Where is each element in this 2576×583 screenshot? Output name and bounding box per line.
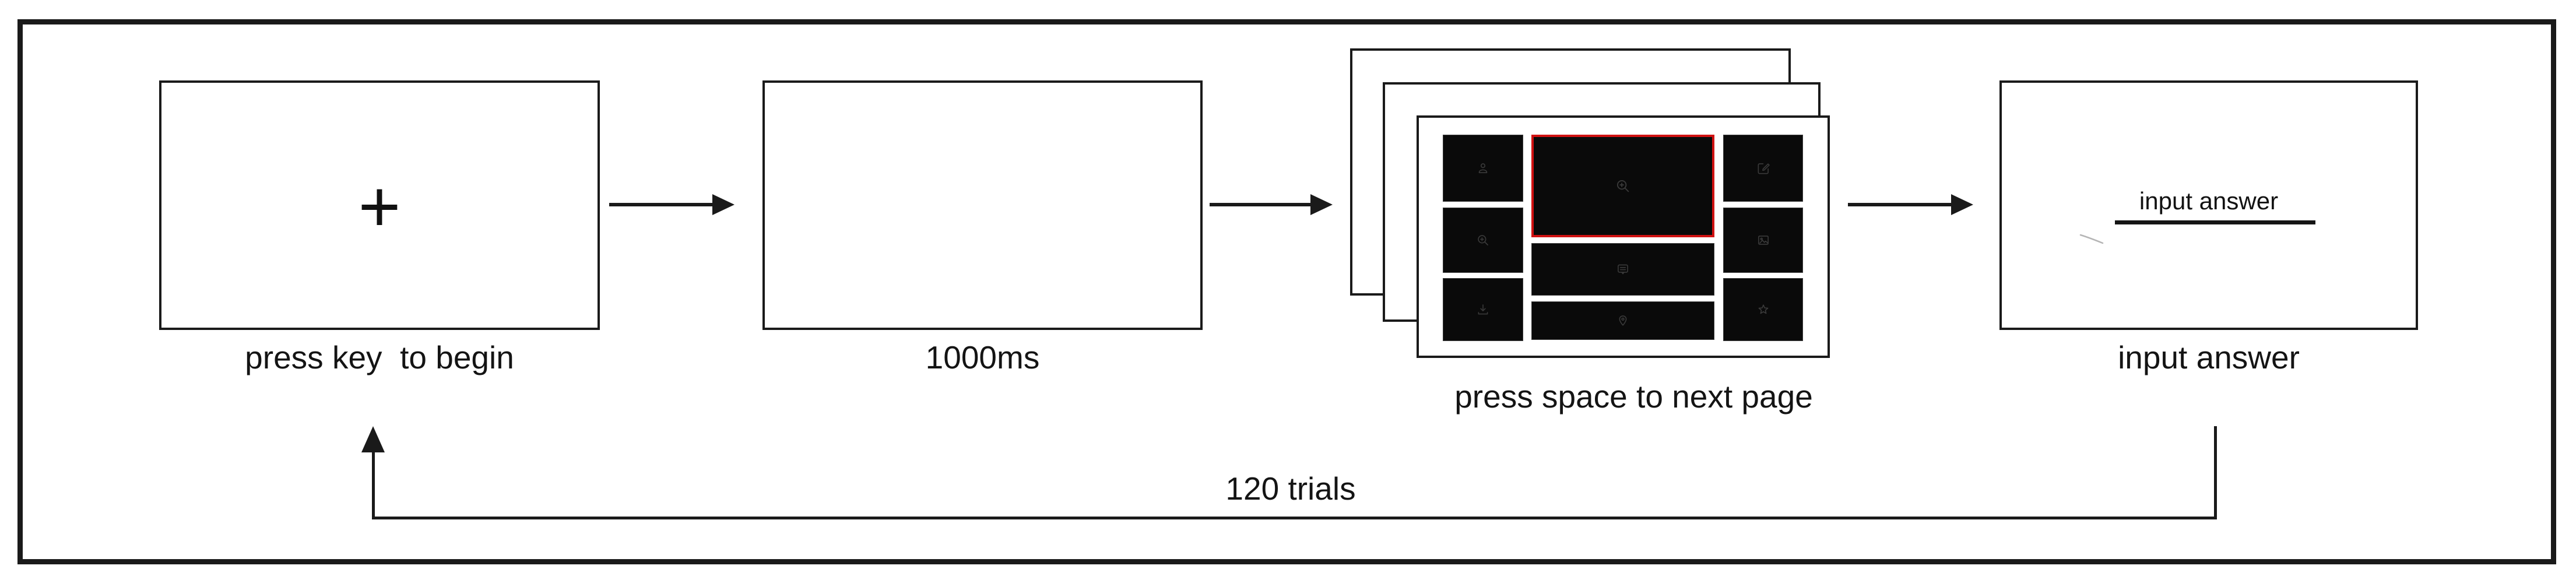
fixation-cross: +	[358, 166, 401, 247]
response-caption: input answer	[2118, 339, 2300, 375]
blank-screen-box	[762, 80, 1203, 330]
answer-input-label: input answer	[2139, 187, 2279, 215]
tile-star	[1723, 278, 1803, 341]
download-icon	[1478, 304, 1488, 315]
edit-icon	[1758, 163, 1770, 174]
arrow-3-line	[1848, 203, 1953, 206]
loop-line-left	[372, 450, 375, 519]
chat-icon	[1618, 264, 1628, 275]
tile-zoom-highlighted	[1531, 135, 1714, 237]
arrow-2-head-icon	[1310, 194, 1333, 215]
star-icon	[1758, 304, 1768, 314]
zoom-in-icon	[1616, 180, 1629, 192]
stimulus-caption: press space to next page	[1454, 378, 1813, 415]
arrow-3-head-icon	[1951, 194, 1973, 215]
tile-image	[1723, 208, 1803, 273]
arrow-1-line	[609, 203, 715, 206]
response-screen-box	[1999, 80, 2418, 330]
tile-edit	[1723, 135, 1803, 202]
loop-label: 120 trials	[1225, 470, 1356, 507]
location-pin-icon	[1619, 315, 1627, 326]
person-icon	[1478, 163, 1488, 173]
arrow-2-line	[1210, 203, 1313, 206]
tile-location	[1531, 301, 1714, 340]
faint-pen-stroke	[2079, 234, 2104, 244]
tile-person	[1443, 135, 1523, 202]
fixation-screen-box	[159, 80, 600, 330]
tile-zoom-small	[1443, 208, 1523, 273]
tile-chat	[1531, 243, 1714, 296]
loop-arrow-up-icon	[361, 426, 385, 452]
blank-caption: 1000ms	[925, 339, 1040, 375]
loop-line-right	[2214, 426, 2217, 519]
answer-input-field[interactable]	[2115, 220, 2315, 224]
tile-download	[1443, 278, 1523, 341]
zoom-in-icon	[1478, 235, 1488, 245]
fixation-caption: press key to begin	[245, 339, 514, 375]
arrow-1-head-icon	[712, 194, 735, 215]
loop-line-bottom	[372, 517, 2217, 519]
image-icon	[1758, 236, 1769, 245]
